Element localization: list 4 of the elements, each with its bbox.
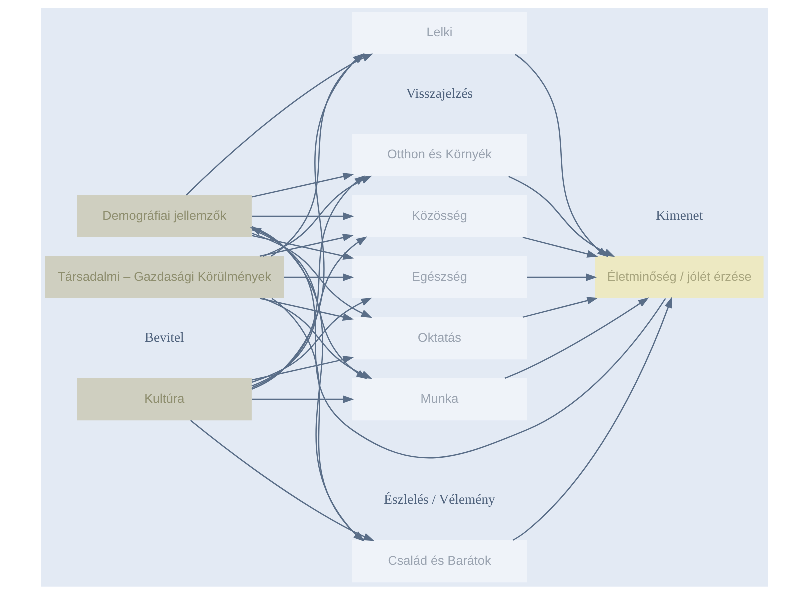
label: Észlelés / Vélemény <box>384 492 495 508</box>
label: Kimenet <box>656 208 703 224</box>
label: Bevitel <box>144 330 184 346</box>
label: Visszajelzés <box>406 86 473 102</box>
